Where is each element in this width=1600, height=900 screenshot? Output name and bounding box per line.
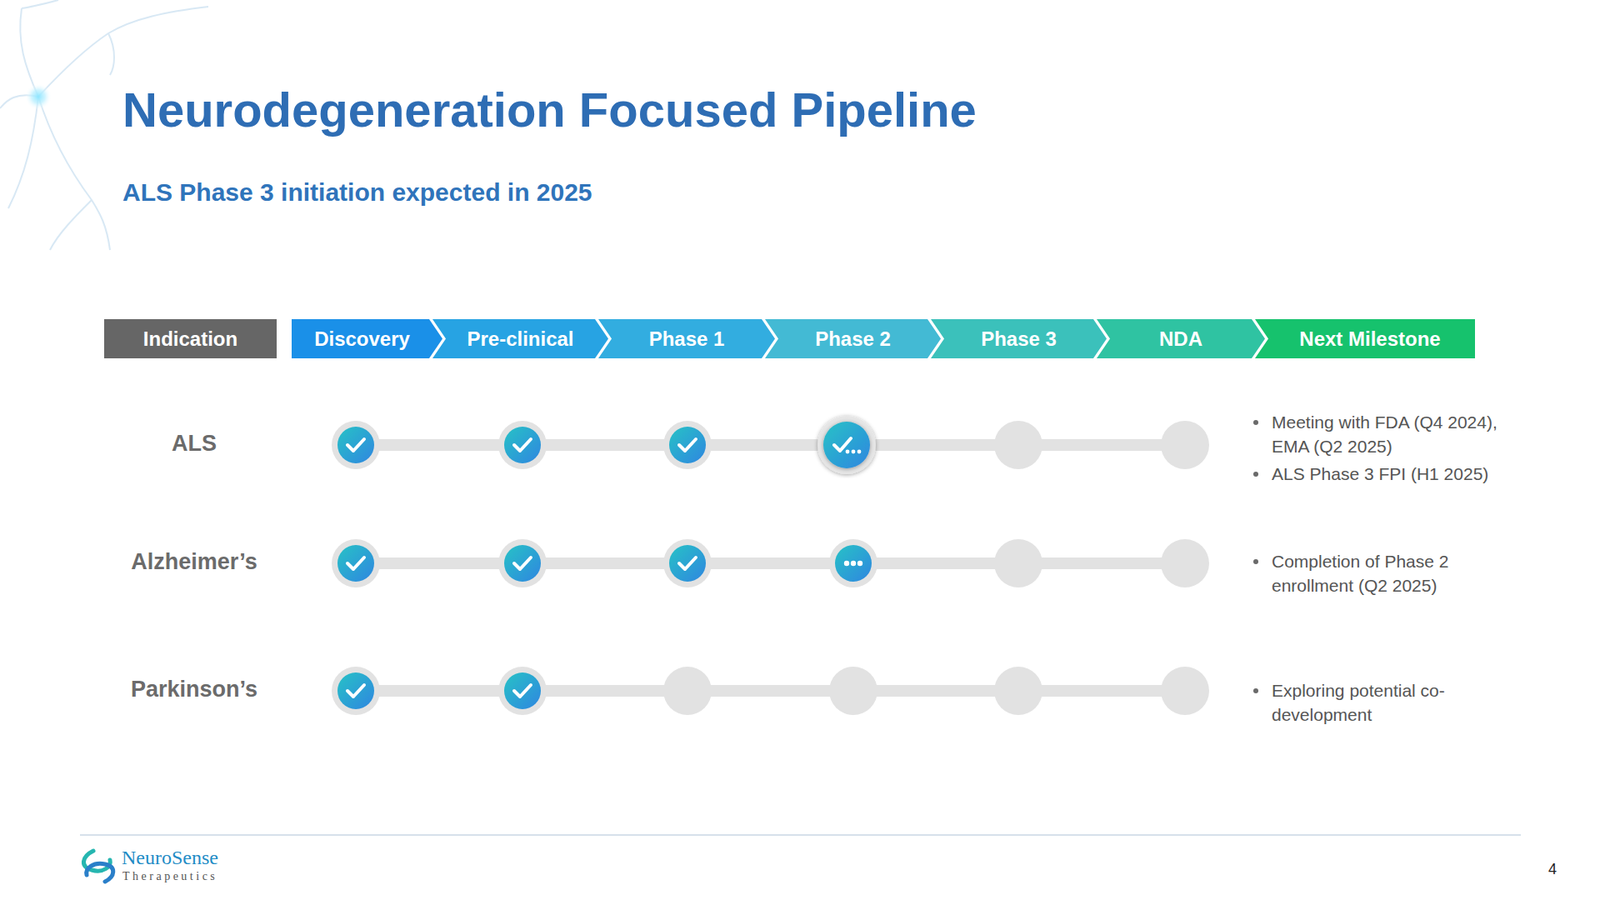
done-marker [498,666,547,715]
stage-label: Next Milestone [1299,327,1440,351]
stage-label: NDA [1159,327,1203,351]
stage-label: Phase 3 [980,327,1057,351]
milestone-note: Meeting with FDA (Q4 2024), EMA (Q2 2025… [1271,410,1522,459]
stage-label: Pre-clinical [466,327,574,351]
slide-subtitle: ALS Phase 3 initiation expected in 2025 [122,178,593,207]
pending-marker [994,539,1043,588]
bullet-dot [1253,420,1259,425]
neuron-cell [25,83,52,110]
slide-title: Neurodegeneration Focused Pipeline [122,81,977,138]
stage-chevron: Pre-clinical [432,319,609,359]
progress-tracks [355,439,1185,697]
stage-chevron: NDA [1096,319,1265,359]
milestone-note: Completion of Phase 2 enrollment (Q2 202… [1271,549,1522,598]
stage-chevron: Next Milestone [1255,319,1475,359]
bullet-dot [1253,688,1259,694]
done-marker [663,539,712,588]
logo-subtitle: Therapeutics [122,870,218,884]
stage-label: Indication [143,327,238,351]
pending-marker [663,666,712,715]
chevron-fill [104,319,277,359]
bullet-dot [1253,471,1259,477]
milestone-note: ALS Phase 3 FPI (H1 2025) [1271,461,1522,486]
done-marker [331,666,380,715]
pending-marker [1160,420,1210,470]
bullet-dot [1253,559,1259,565]
chevron-fill [1255,319,1475,359]
current-marker [817,415,876,475]
chevron-fill [930,319,1107,359]
chevron-fill [291,319,443,359]
stage-chevron: Phase 3 [930,319,1107,359]
done-marker [498,539,547,588]
milestone-note: Exploring potential co-development [1271,678,1522,727]
stage-label: Phase 2 [815,327,891,351]
done-marker [331,539,380,588]
stage-chevron: Discovery [291,319,443,359]
stage-label: Phase 1 [649,327,725,351]
pending-marker [994,666,1043,715]
chevron-fill [1096,319,1265,359]
pending-marker [1160,539,1210,588]
stage-chevron: Phase 2 [765,319,941,359]
row-label: Alzheimer’s [85,549,303,575]
chevron-fill [765,319,941,359]
row-label: ALS [85,430,303,457]
done-marker [331,420,380,470]
pending-marker [829,666,878,715]
stage-chevron: Phase 1 [598,319,775,359]
progress-marker [829,539,878,588]
logo-name: NeuroSense [121,846,219,870]
done-marker [663,420,712,470]
done-marker [498,420,547,470]
chevron-fill [598,319,775,359]
footer-rule [80,834,1521,836]
row-label: Parkinson’s [85,676,303,703]
pending-marker [994,420,1043,470]
stage-label: Discovery [314,327,410,351]
header-cell: Indication [104,319,277,359]
page-number: 4 [1548,860,1557,879]
pending-marker [1160,666,1210,715]
chevron-fill [432,319,609,359]
logo-mark [83,850,113,882]
